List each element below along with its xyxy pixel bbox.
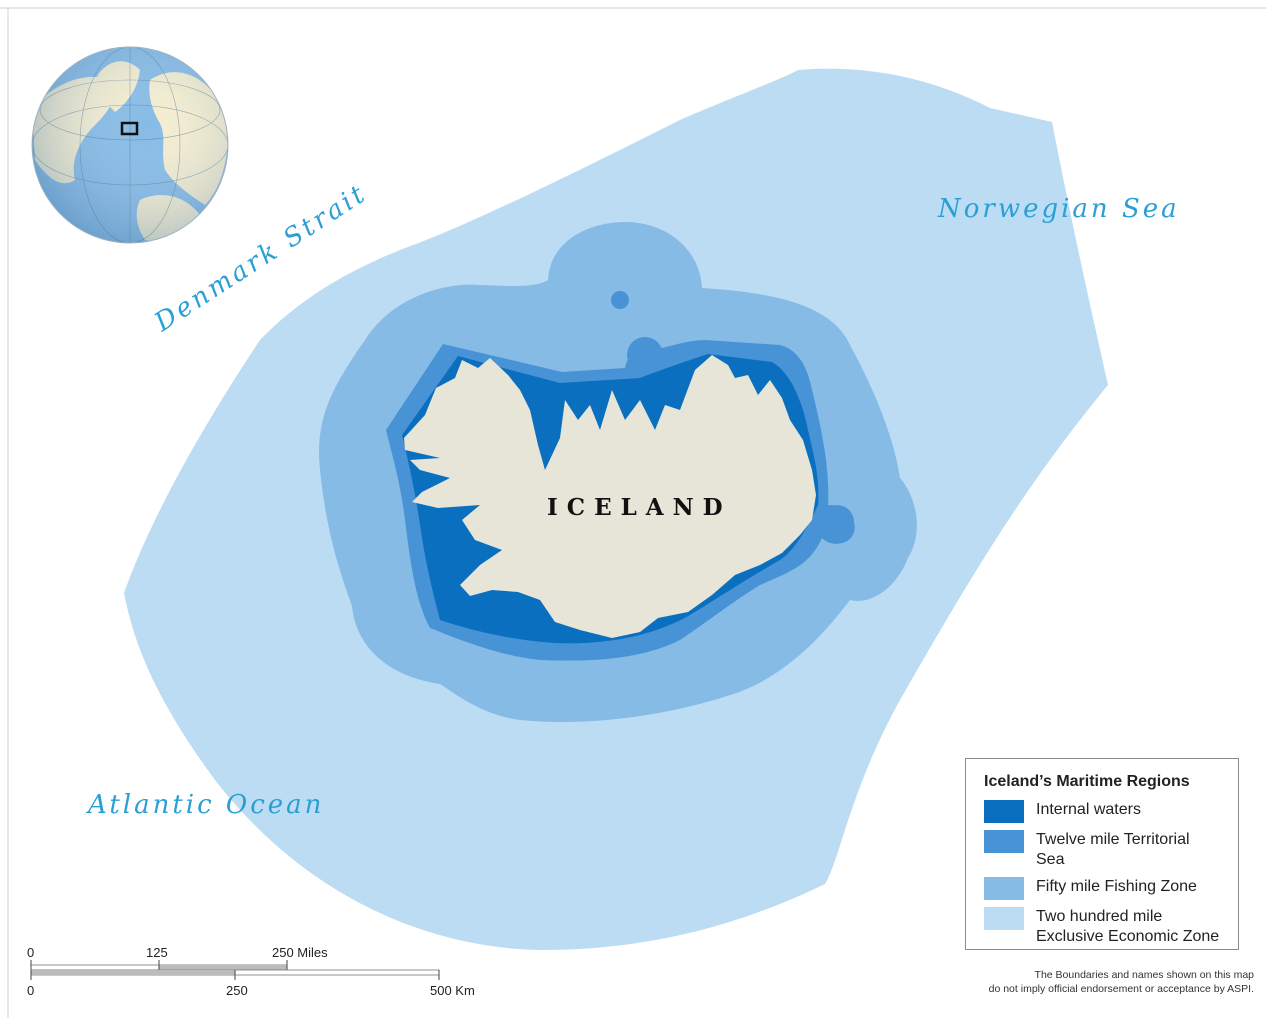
legend-label: Twelve mile Territorial Sea — [1036, 831, 1190, 868]
disclaimer-line1: The Boundaries and names shown on this m… — [1034, 969, 1254, 981]
kolbeinsey-circle — [611, 291, 629, 309]
scale-miles-250: 250 Miles — [272, 945, 328, 960]
scale-km-500: 500 Km — [430, 983, 475, 998]
iceland-land — [404, 355, 816, 638]
grimsey-circle — [627, 337, 663, 373]
legend-label: Two hundred mile Exclusive Economic Zone — [1036, 907, 1219, 947]
scale-bar: 0 125 250 Miles 0 250 500 Km — [27, 945, 475, 998]
legend-title: Iceland’s Maritime Regions — [984, 773, 1190, 790]
scale-km-0: 0 — [27, 983, 34, 998]
globe-location-marker — [120, 121, 139, 136]
legend-item-internal-waters: Internal waters — [984, 800, 1220, 823]
legend-label: Fifty mile Fishing Zone — [1036, 878, 1197, 895]
legend-label-line1: Two hundred mile — [1036, 908, 1163, 925]
legend: Iceland’s Maritime Regions Internal wate… — [965, 758, 1239, 950]
locator-globe — [31, 46, 229, 244]
disclaimer-line2: do not imply official endorsement or acc… — [988, 983, 1254, 995]
legend-swatch-internal-waters — [984, 800, 1024, 823]
legend-item-fishing-zone: Fifty mile Fishing Zone — [984, 877, 1220, 900]
legend-swatch-territorial-sea — [984, 830, 1024, 853]
east-island-circle — [820, 505, 854, 539]
scale-km-250: 250 — [226, 983, 248, 998]
atlantic-ocean-label: Atlantic Ocean — [86, 790, 324, 820]
iceland-label: ICELAND — [547, 494, 732, 521]
legend-item-territorial-sea: Twelve mile Territorial Sea — [984, 830, 1220, 870]
legend-label-line2: Exclusive Economic Zone — [1036, 928, 1220, 945]
scale-km-segment — [31, 970, 235, 975]
legend-label: Internal waters — [1036, 801, 1141, 818]
scale-miles-125: 125 — [146, 945, 168, 960]
norwegian-sea-label: Norwegian Sea — [937, 194, 1180, 224]
scale-miles-segment — [159, 965, 287, 970]
legend-swatch-fishing-zone — [984, 877, 1024, 900]
legend-swatch-eez — [984, 907, 1024, 930]
scale-miles-0: 0 — [27, 945, 34, 960]
disclaimer: The Boundaries and names shown on this m… — [930, 968, 1254, 996]
legend-item-eez: Two hundred mile Exclusive Economic Zone — [984, 907, 1220, 947]
